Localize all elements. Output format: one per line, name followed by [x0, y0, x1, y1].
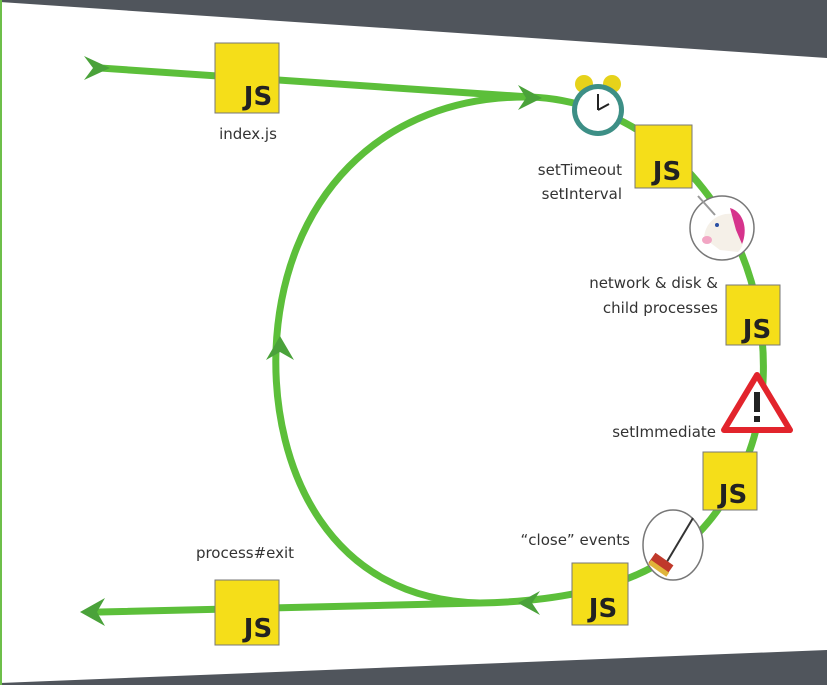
alarm-clock-icon: [572, 75, 624, 136]
label-index: index.js: [219, 125, 277, 143]
exit-line: [96, 599, 484, 616]
broom-icon: [642, 509, 704, 581]
svg-text:JS: JS: [651, 157, 681, 187]
svg-text:JS: JS: [242, 614, 272, 644]
up-chevron-icon: [266, 336, 294, 360]
js-badge-timers: JS: [634, 124, 693, 189]
svg-text:JS: JS: [242, 82, 272, 112]
svg-text:JS: JS: [717, 480, 747, 510]
label-setimmediate: setImmediate: [612, 423, 716, 441]
js-badge-index: JS: [214, 42, 280, 114]
top-frame: [0, 0, 827, 58]
svg-text:JS: JS: [741, 315, 771, 345]
label-network: network & disk &: [589, 274, 718, 292]
label-process-exit: process#exit: [196, 544, 294, 562]
js-badge-exit: JS: [214, 579, 280, 646]
loop-left-arc: [272, 93, 534, 607]
unicorn-icon: [689, 195, 755, 261]
js-badge-immediate: JS: [702, 451, 758, 511]
label-close-events: “close” events: [521, 531, 631, 549]
return-chevron-icon: [518, 591, 540, 615]
svg-text:JS: JS: [587, 594, 617, 624]
label-child-processes: child processes: [603, 299, 718, 317]
js-badge-close: JS: [571, 562, 629, 626]
left-edge: [0, 0, 2, 685]
label-settimeout: setTimeout: [538, 161, 622, 179]
loop-chevron-icon: [518, 85, 542, 110]
warning-icon: [721, 372, 793, 433]
exit-arrow-icon: [80, 598, 105, 626]
bottom-frame: [0, 650, 827, 685]
entry-line: [96, 64, 534, 101]
js-badge-io: JS: [725, 284, 781, 346]
entry-chevron-icon: [84, 56, 110, 80]
label-setinterval: setInterval: [542, 185, 622, 203]
